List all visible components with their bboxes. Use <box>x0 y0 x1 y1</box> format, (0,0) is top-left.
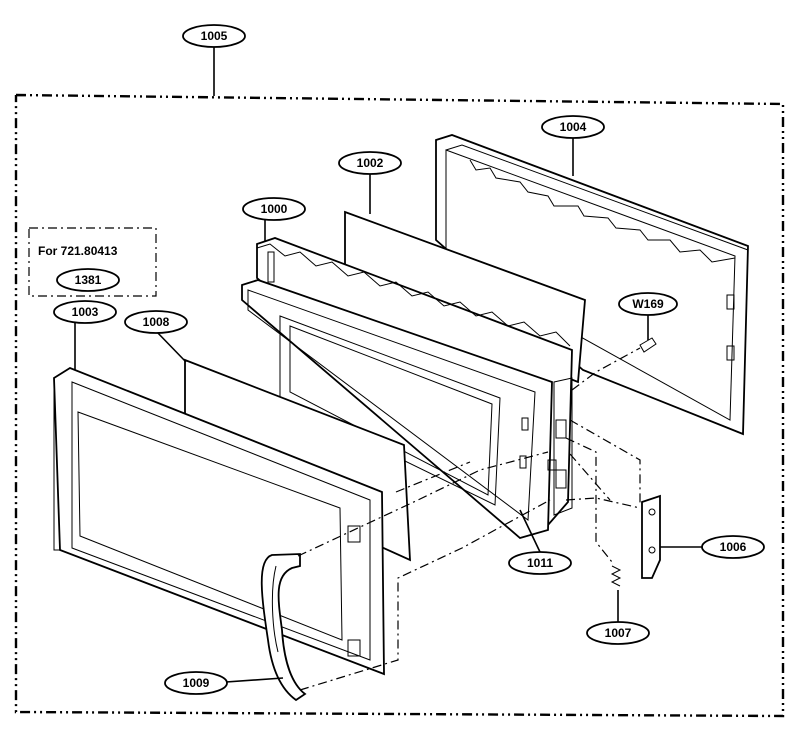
callout-1008: 1008 <box>124 310 188 334</box>
callout-1005: 1005 <box>182 24 246 48</box>
part-1003-door-front <box>53 366 385 676</box>
part-W169-screw <box>639 337 657 353</box>
svg-text:1009: 1009 <box>183 676 210 690</box>
part-1004-choke-frame <box>435 134 749 436</box>
callout-1009: 1009 <box>164 671 228 695</box>
callout-1011: 1011 <box>508 551 572 575</box>
callout-1006: 1006 <box>701 535 765 559</box>
part-1007-spring <box>610 565 622 587</box>
svg-text:1005: 1005 <box>201 29 228 43</box>
variant-note-text: For 721.80413 <box>38 244 118 258</box>
svg-text:1006: 1006 <box>720 540 747 554</box>
svg-text:1002: 1002 <box>357 156 384 170</box>
latch-bracket <box>547 377 573 516</box>
callout-W169: W169 <box>618 292 678 316</box>
callout-1381: 1381 <box>56 268 120 292</box>
callout-1004: 1004 <box>541 115 605 139</box>
callout-1007: 1007 <box>586 621 650 645</box>
callout-1002: 1002 <box>338 151 402 175</box>
callout-1003: 1003 <box>53 300 117 324</box>
svg-text:W169: W169 <box>632 297 664 311</box>
leader-1008 <box>154 329 187 363</box>
svg-text:1008: 1008 <box>143 315 170 329</box>
assembly-guide-lines <box>297 347 641 691</box>
svg-text:1007: 1007 <box>605 626 632 640</box>
svg-text:1011: 1011 <box>527 556 553 570</box>
callout-1000: 1000 <box>242 197 306 221</box>
assembly-boundary <box>14 93 785 718</box>
part-1006-latch-lever <box>641 494 661 579</box>
part-1011-inner-frame <box>241 279 553 539</box>
svg-text:1381: 1381 <box>75 273 102 287</box>
svg-text:1000: 1000 <box>261 202 288 216</box>
variant-note-box <box>28 227 157 297</box>
svg-text:1004: 1004 <box>560 120 587 134</box>
part-1009-handle <box>260 553 307 702</box>
svg-text:1003: 1003 <box>72 305 99 319</box>
leader-1011 <box>519 509 541 553</box>
